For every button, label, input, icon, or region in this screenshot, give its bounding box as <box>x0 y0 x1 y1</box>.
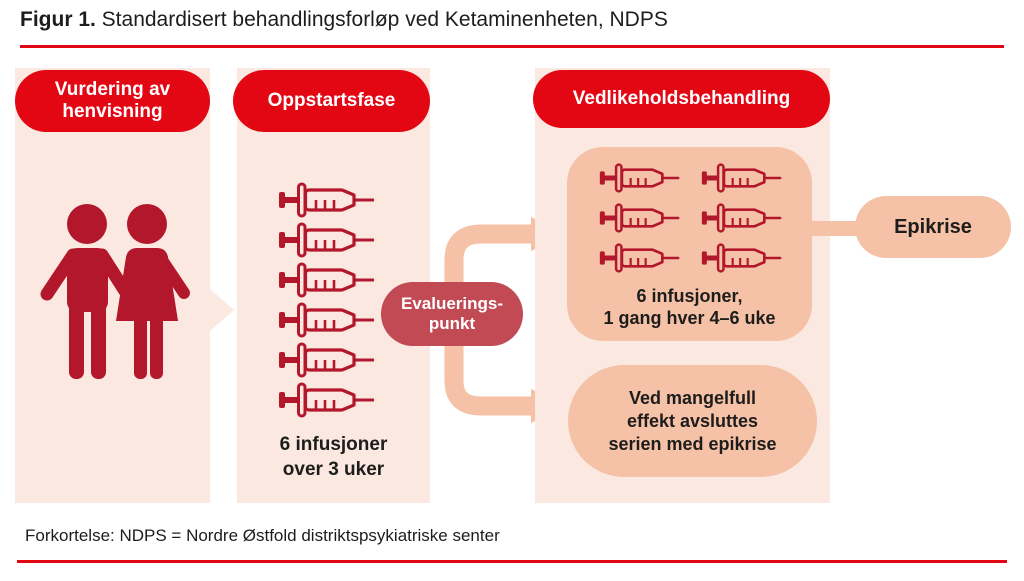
startup-label: Oppstartsfase <box>267 90 396 111</box>
no-effect-line2: effekt avsluttes <box>626 410 759 431</box>
syringe-icon <box>278 182 374 218</box>
evaluation-label-line2: punkt <box>428 314 476 333</box>
syringe-icon <box>278 262 374 298</box>
people-couple-icon <box>36 203 194 391</box>
syringe-icon <box>278 302 374 338</box>
epicrisis-connector <box>810 221 858 236</box>
epicrisis-label: Epikrise <box>894 215 972 238</box>
no-effect-box: Ved mangelfull effekt avsluttes serien m… <box>568 365 817 477</box>
chevron-right-icon <box>210 289 234 331</box>
syringe-icon <box>597 163 680 193</box>
maintenance-label: Vedlikeholdsbehandling <box>572 88 791 109</box>
startup-caption-line1: 6 infusjoner <box>279 434 388 455</box>
maintenance-caption-line1: 6 infusjoner, <box>636 286 743 306</box>
startup-stage-pill: Oppstartsfase <box>233 70 430 132</box>
maintenance-caption-line2: 1 gang hver 4–6 uke <box>603 308 776 328</box>
syringe-icon <box>699 163 782 193</box>
evaluation-point-badge: Evaluerings- punkt <box>381 282 523 346</box>
syringe-icon <box>278 382 374 418</box>
referral-stage-pill: Vurdering av henvisning <box>15 70 210 132</box>
epicrisis-pill: Epikrise <box>855 196 1011 258</box>
startup-caption-line2: over 3 uker <box>282 459 385 480</box>
maintenance-syringe-grid <box>595 163 785 275</box>
evaluation-label-line1: Evaluerings- <box>400 294 504 313</box>
syringe-icon <box>278 222 374 258</box>
referral-label-line2: henvisning <box>62 101 163 122</box>
no-effect-line1: Ved mangelfull <box>628 387 757 408</box>
referral-label-line1: Vurdering av <box>54 79 171 100</box>
startup-caption: 6 infusjoner over 3 uker <box>237 432 430 482</box>
maintenance-stage-pill: Vedlikeholdsbehandling <box>533 70 830 128</box>
syringe-icon <box>597 203 680 233</box>
syringe-icon <box>699 203 782 233</box>
startup-syringe-list <box>278 182 374 418</box>
syringe-icon <box>597 243 680 273</box>
figure-caption: Standardisert behandlingsforløp ved Keta… <box>95 8 668 31</box>
abbreviation-footnote: Forkortelse: NDPS = Nordre Østfold distr… <box>25 526 500 545</box>
figure-title: Figur 1. Standardisert behandlingsforløp… <box>20 6 668 34</box>
top-divider <box>20 45 1004 48</box>
maintenance-caption: 6 infusjoner, 1 gang hver 4–6 uke <box>603 285 775 329</box>
syringe-icon <box>699 243 782 273</box>
no-effect-line3: serien med epikrise <box>608 433 777 454</box>
syringe-icon <box>278 342 374 378</box>
figure-number: Figur 1. <box>20 8 96 31</box>
maintenance-infusion-box: 6 infusjoner, 1 gang hver 4–6 uke <box>567 147 812 341</box>
bottom-divider <box>17 560 1007 563</box>
